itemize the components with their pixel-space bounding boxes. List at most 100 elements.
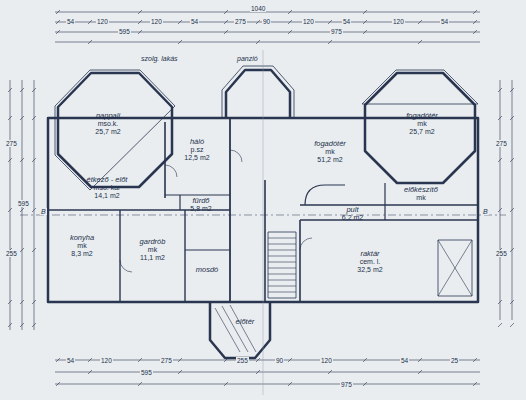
dimension-tick bbox=[32, 208, 36, 212]
dimension-tick bbox=[138, 358, 142, 362]
dimension-text: 120 bbox=[392, 18, 405, 25]
room-data: cem. l. bbox=[338, 258, 402, 266]
dimension-tick bbox=[498, 158, 502, 162]
dimension-text: 90 bbox=[262, 18, 271, 25]
dimension-tick bbox=[328, 370, 332, 374]
dimension-text: 54 bbox=[66, 18, 75, 25]
room-data: 12,5 m2 bbox=[170, 154, 224, 162]
dimension-tick bbox=[268, 286, 296, 287]
dimension-tick bbox=[498, 208, 502, 212]
dimension-tick bbox=[178, 40, 182, 44]
dimension-tick bbox=[88, 20, 92, 24]
room-data: mk bbox=[50, 242, 114, 250]
dimension-tick bbox=[20, 158, 24, 162]
dimension-tick bbox=[268, 268, 296, 269]
dimension-text: 275 bbox=[234, 18, 247, 25]
room-name: előtér bbox=[223, 318, 267, 326]
room-name: háló bbox=[170, 138, 224, 146]
dimension-tick bbox=[20, 116, 24, 120]
room-data: mk bbox=[390, 194, 452, 202]
dimension-tick bbox=[510, 208, 514, 212]
dimension-text: 595 bbox=[140, 369, 153, 376]
dimension-text: 120 bbox=[100, 357, 113, 364]
dimension-tick bbox=[510, 116, 514, 120]
dimension-tick bbox=[328, 40, 332, 44]
dimension-text: 1040 bbox=[250, 5, 266, 12]
dimension-tick bbox=[473, 30, 477, 34]
dimension-tick bbox=[178, 358, 182, 362]
room-data: 25,7 m2 bbox=[390, 128, 454, 136]
dimension-text: 975 bbox=[330, 28, 343, 35]
dimension-tick bbox=[268, 280, 296, 281]
dimension-text: 975 bbox=[340, 381, 353, 388]
dimension-text: 120 bbox=[96, 18, 109, 25]
dimension-tick bbox=[8, 116, 12, 120]
dimension-tick bbox=[8, 88, 12, 92]
dimension-tick bbox=[8, 323, 12, 327]
dimension-text: 120 bbox=[150, 18, 163, 25]
dimension-tick bbox=[56, 20, 60, 24]
dimension-tick bbox=[418, 40, 422, 44]
room-name: nappali bbox=[76, 112, 140, 120]
dimension-tick bbox=[498, 116, 502, 120]
dimension-text: 275 bbox=[5, 140, 18, 147]
dimension-tick bbox=[418, 358, 422, 362]
room-data: 6,2 m2 bbox=[328, 214, 377, 222]
dimension-tick bbox=[88, 358, 92, 362]
room-data: 8,3 m2 bbox=[50, 250, 114, 258]
dimension-tick bbox=[32, 88, 36, 92]
dimension-tick bbox=[363, 358, 367, 362]
room-label: raktárcem. l.32,5 m2 bbox=[338, 250, 402, 274]
dimension-tick bbox=[20, 88, 24, 92]
dimension-tick bbox=[32, 116, 36, 120]
dimension-tick bbox=[256, 370, 260, 374]
dimension-tick bbox=[363, 20, 367, 24]
dimension-tick bbox=[20, 248, 24, 252]
dimension-text: 595 bbox=[118, 28, 131, 35]
dimension-tick bbox=[510, 88, 514, 92]
dimension-tick bbox=[510, 158, 514, 162]
dimension-tick bbox=[268, 244, 296, 245]
room-name: előkészítő bbox=[390, 186, 452, 194]
dimension-text: 120 bbox=[320, 357, 333, 364]
dimension-tick bbox=[510, 323, 514, 327]
room-data: mk bbox=[390, 120, 454, 128]
dimension-tick bbox=[268, 256, 296, 257]
dimension-tick bbox=[8, 158, 12, 162]
dimension-tick bbox=[256, 40, 260, 44]
room-data: 14,1 m2 bbox=[70, 192, 144, 200]
room-label: hálóp.sz12,5 m2 bbox=[170, 138, 224, 162]
dimension-text: 54 bbox=[440, 18, 449, 25]
room-name: pult bbox=[328, 206, 377, 214]
dimension-tick bbox=[20, 300, 24, 304]
room-label: fogadótérmk25,7 m2 bbox=[390, 112, 454, 136]
room-label: konyhamk8,3 m2 bbox=[50, 234, 114, 258]
room-label: előtér bbox=[223, 318, 267, 326]
room-label: fürdő5,8 m2 bbox=[179, 197, 223, 213]
room-data: 51,2 m2 bbox=[298, 156, 362, 164]
dimension-tick bbox=[138, 382, 142, 386]
dimension-tick bbox=[363, 382, 367, 386]
dimension-tick bbox=[138, 10, 142, 14]
room-data: mk bbox=[298, 148, 362, 156]
dimension-tick bbox=[178, 20, 182, 24]
dimension-tick bbox=[498, 300, 502, 304]
dimension-tick bbox=[288, 382, 292, 386]
wing-label: szolg. lakás bbox=[140, 55, 179, 62]
dimension-text: 54 bbox=[66, 357, 75, 364]
dimension-tick bbox=[32, 158, 36, 162]
dimension-text: 595 bbox=[17, 200, 30, 207]
dimension-tick bbox=[56, 30, 60, 34]
dimension-tick bbox=[510, 300, 514, 304]
dimension-text: 255 bbox=[5, 250, 18, 257]
dimension-tick bbox=[138, 20, 142, 24]
room-label: fogadótérmk51,2 m2 bbox=[298, 140, 362, 164]
dimension-tick bbox=[268, 250, 296, 251]
dimension-text: 25 bbox=[450, 357, 459, 364]
dimension-tick bbox=[224, 358, 228, 362]
room-name: mosdó bbox=[186, 266, 228, 274]
room-label: előkészítőmk bbox=[390, 186, 452, 202]
dimension-text: 90 bbox=[275, 357, 284, 364]
room-data: 11,1 m2 bbox=[123, 254, 182, 262]
dimension-tick bbox=[288, 20, 292, 24]
